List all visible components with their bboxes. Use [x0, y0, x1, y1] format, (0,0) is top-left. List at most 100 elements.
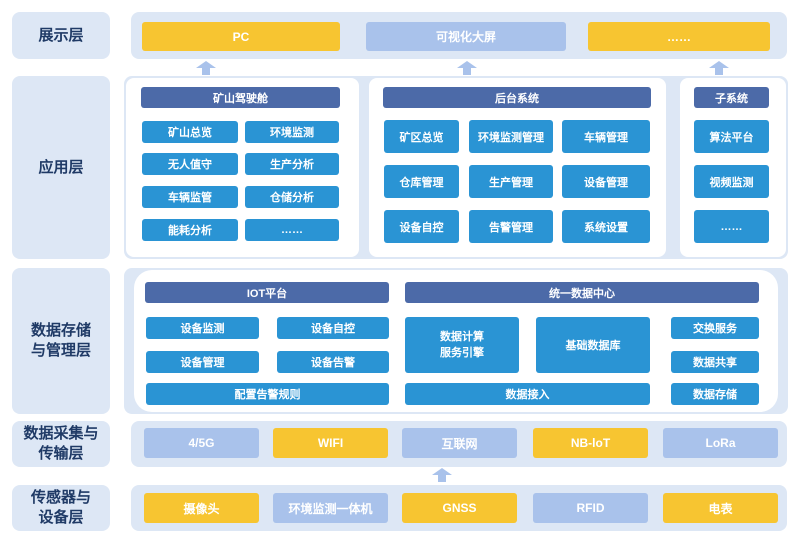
- mine-cockpit-item-text: 环境监测: [270, 127, 314, 139]
- data-access: 数据接入: [405, 383, 650, 405]
- iot-item: 设备监测: [146, 317, 259, 339]
- data-access-text: 数据接入: [505, 389, 550, 401]
- mine-cockpit-item-text: 仓储分析: [270, 192, 314, 204]
- collection-item: 互联网: [402, 428, 517, 458]
- iot-platform-header: IOT平台: [145, 282, 389, 303]
- collection-item: NB-loT: [533, 428, 648, 458]
- sensor-item-text: RFID: [576, 501, 605, 515]
- display-big-screen: 可视化大屏: [366, 22, 566, 51]
- backend-item-text: 设备管理: [584, 176, 628, 189]
- backend-title: 后台系统: [495, 92, 539, 105]
- iot-item: 设备告警: [277, 351, 389, 373]
- backend-item: 环境监测管理: [469, 120, 553, 153]
- compute-engine-text: 数据计算 服务引擎: [440, 331, 484, 359]
- layer-label-display-text: 展示层: [38, 26, 84, 44]
- mine-cockpit-header: 矿山驾驶舱: [141, 87, 340, 108]
- arrow-up-icon: [709, 61, 729, 75]
- display-more: ……: [588, 22, 770, 51]
- collection-item-text: WIFI: [317, 436, 344, 450]
- backend-item: 矿区总览: [384, 120, 459, 153]
- subsystem-item: 算法平台: [694, 120, 769, 153]
- display-more-text: ……: [667, 29, 691, 44]
- layer-label-data-collection-text: 数据采集与 传输层: [23, 425, 99, 462]
- mine-cockpit-item-text: 无人值守: [168, 159, 212, 171]
- mine-cockpit-title: 矿山驾驶舱: [213, 92, 268, 105]
- collection-item-text: 互联网: [441, 436, 478, 451]
- layer-label-data-storage: 数据存储 与管理层: [12, 268, 110, 414]
- backend-item: 告警管理: [469, 210, 553, 243]
- backend-header: 后台系统: [383, 87, 651, 108]
- collection-item: WIFI: [273, 428, 388, 458]
- backend-item: 车辆管理: [562, 120, 650, 153]
- mine-cockpit-item: ……: [245, 219, 339, 241]
- display-pc: PC: [142, 22, 340, 51]
- subsystem-item-text: ……: [720, 220, 743, 233]
- collection-item: LoRa: [663, 428, 778, 458]
- mine-cockpit-item: 仓储分析: [245, 186, 339, 208]
- iot-platform-title: IOT平台: [246, 287, 288, 300]
- iot-item-text: 设备告警: [311, 357, 355, 369]
- backend-item-text: 设备自控: [399, 221, 444, 234]
- collection-item-text: LoRa: [705, 436, 736, 450]
- iot-item-text: 设备管理: [180, 357, 225, 369]
- sensor-item-text: 电表: [708, 501, 733, 516]
- mine-cockpit-item-text: 矿山总览: [168, 127, 212, 139]
- backend-item-text: 生产管理: [489, 176, 533, 189]
- collection-item-text: NB-loT: [570, 436, 611, 450]
- sensor-item: GNSS: [402, 493, 517, 523]
- backend-item: 生产管理: [469, 165, 553, 198]
- layer-label-application-text: 应用层: [38, 158, 84, 176]
- sensor-item-text: 环境监测一体机: [288, 501, 373, 516]
- data-center-right-item: 交换服务: [671, 317, 759, 339]
- data-center-title: 统一数据中心: [549, 287, 615, 300]
- data-center-header: 统一数据中心: [405, 282, 759, 303]
- subsystem-item: 视频监测: [694, 165, 769, 198]
- layer-label-display: 展示层: [12, 12, 110, 59]
- mine-cockpit-item: 无人值守: [142, 153, 238, 175]
- display-big-screen-text: 可视化大屏: [435, 30, 496, 44]
- arrow-up-icon: [432, 468, 452, 482]
- mine-cockpit-item-text: 车辆监管: [168, 192, 212, 204]
- mine-cockpit-item: 矿山总览: [142, 121, 238, 143]
- layer-label-sensor-text: 传感器与 设备层: [30, 489, 91, 526]
- data-center-right-item: 数据存储: [671, 383, 759, 405]
- sensor-item: RFID: [533, 493, 648, 523]
- iot-item: 设备自控: [277, 317, 389, 339]
- subsystem-item-text: 算法平台: [709, 131, 754, 144]
- layer-label-sensor: 传感器与 设备层: [12, 485, 110, 531]
- subsystem-header: 子系统: [694, 87, 769, 108]
- arrow-up-icon: [196, 61, 216, 75]
- backend-item-text: 系统设置: [584, 221, 628, 234]
- iot-alarm-rules: 配置告警规则: [146, 383, 389, 405]
- sensor-item: 摄像头: [144, 493, 259, 523]
- data-center-right-item-text: 数据共享: [693, 357, 737, 369]
- sensor-item-text: GNSS: [442, 501, 477, 515]
- display-pc-text: PC: [232, 29, 250, 44]
- iot-item-text: 设备自控: [311, 323, 355, 335]
- backend-item-text: 仓库管理: [399, 176, 444, 189]
- backend-item: 设备管理: [562, 165, 650, 198]
- layer-label-application: 应用层: [12, 76, 110, 259]
- arrow-up-icon: [457, 61, 477, 75]
- collection-item-text: 4/5G: [188, 436, 215, 450]
- backend-item: 仓库管理: [384, 165, 459, 198]
- data-center-right-item-text: 交换服务: [693, 323, 737, 335]
- mine-cockpit-item-text: 生产分析: [270, 159, 314, 171]
- backend-item-text: 矿区总览: [399, 131, 444, 144]
- layer-label-data-collection: 数据采集与 传输层: [12, 421, 110, 467]
- data-center-right-item-text: 数据存储: [693, 389, 737, 401]
- mine-cockpit-item-text: ……: [281, 224, 303, 236]
- mine-cockpit-item: 能耗分析: [142, 219, 238, 241]
- mine-cockpit-item: 车辆监管: [142, 186, 238, 208]
- backend-item: 系统设置: [562, 210, 650, 243]
- sensor-item: 环境监测一体机: [273, 493, 388, 523]
- collection-item: 4/5G: [144, 428, 259, 458]
- mine-cockpit-item-text: 能耗分析: [168, 225, 212, 237]
- iot-alarm-rules-text: 配置告警规则: [234, 389, 301, 401]
- subsystem-item-text: 视频监测: [709, 176, 754, 189]
- layer-label-data-storage-text: 数据存储 与管理层: [30, 322, 91, 359]
- mine-cockpit-item: 生产分析: [245, 153, 339, 175]
- backend-item-text: 车辆管理: [584, 131, 628, 144]
- backend-item-text: 告警管理: [489, 221, 533, 234]
- mine-cockpit-item: 环境监测: [245, 121, 339, 143]
